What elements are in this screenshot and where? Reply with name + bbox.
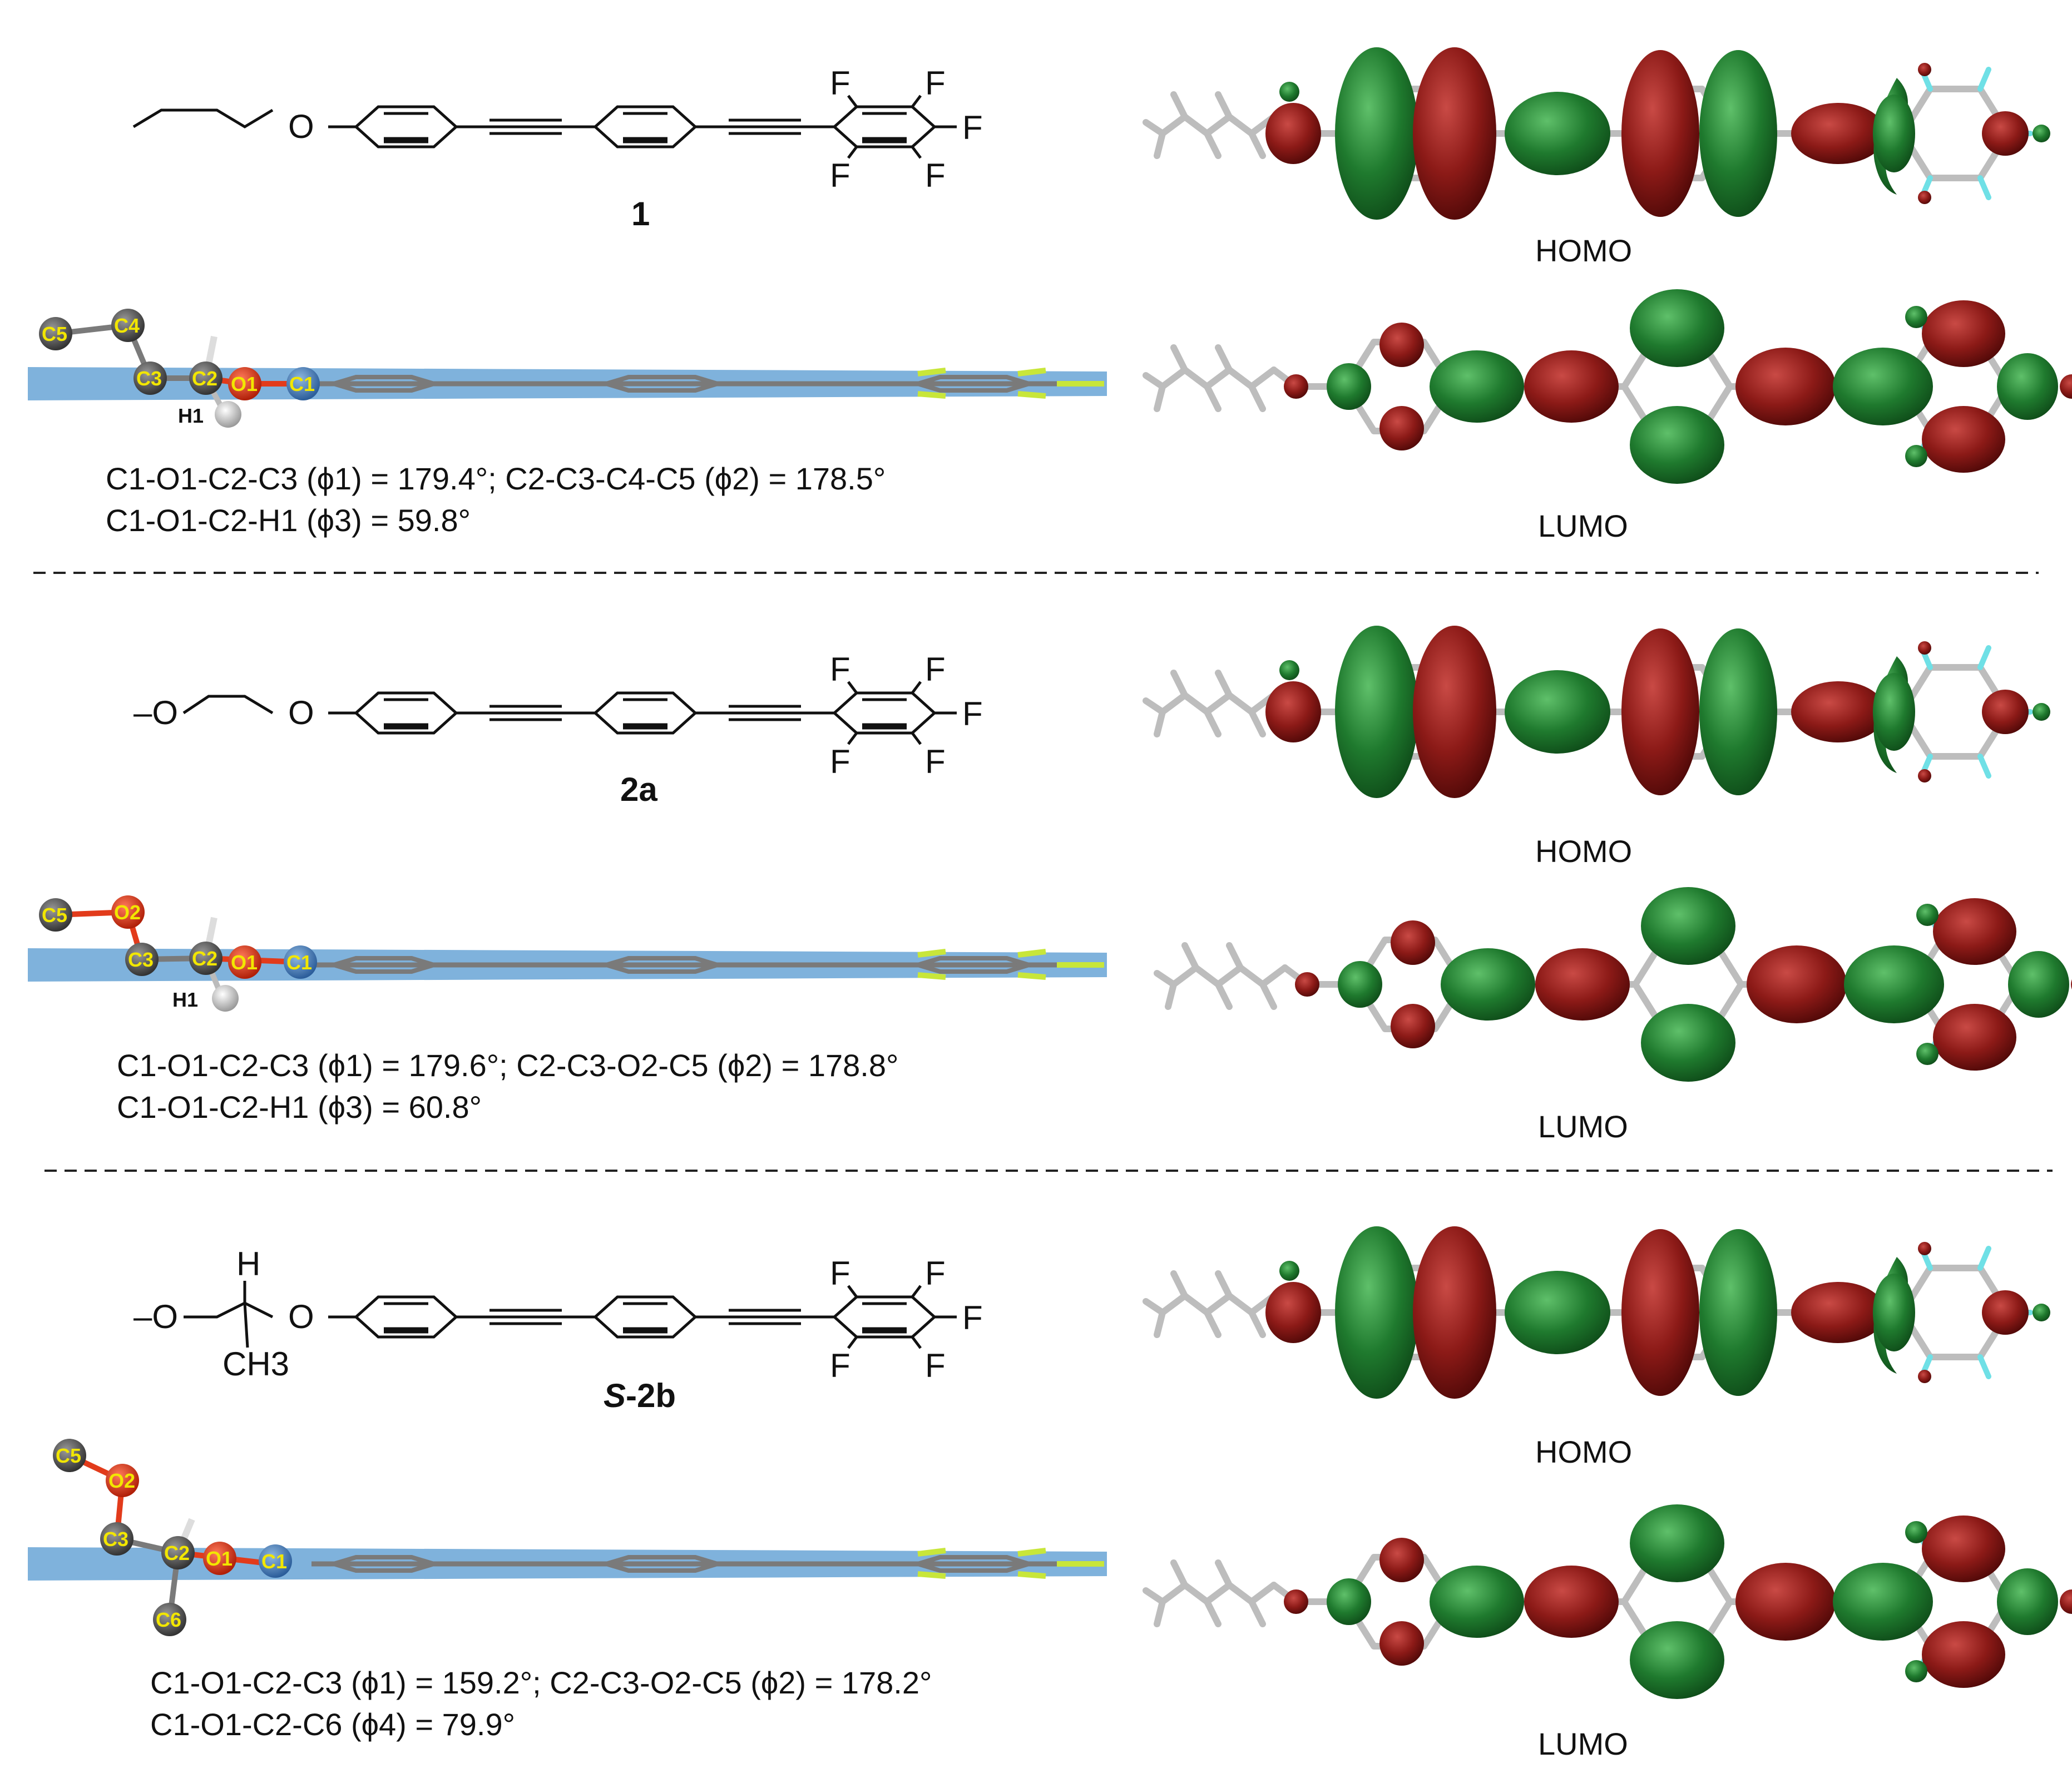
methyl-group: CH3 (222, 1345, 289, 1383)
atom-c3: C3 (128, 948, 154, 971)
dihedral-line-2: C1-O1-C2-C6 (ϕ4) = 79.9° (150, 1707, 515, 1742)
atom-c4: C4 (114, 314, 140, 337)
lumo-label: LUMO (1538, 1726, 1628, 1761)
atom-c5: C5 (56, 1444, 81, 1467)
structure-2a: –O O F F F F F (133, 651, 983, 780)
compound-suffix: -2b (626, 1377, 676, 1414)
fluorine-4: F (830, 157, 850, 194)
atom-o1: O1 (231, 951, 258, 974)
fluorine-3: F (962, 1299, 983, 1336)
homo-orbital-s2b (1146, 1226, 2050, 1399)
fluorine-5: F (925, 743, 946, 780)
lumo-label: LUMO (1538, 508, 1628, 543)
stereo-prefix: S (604, 1377, 626, 1414)
lumo-orbital-1 (1146, 289, 2072, 484)
atom-c6: C6 (156, 1608, 181, 1631)
structure-1: O F F F F F (132, 65, 983, 194)
dihedral-line-1: C1-O1-C2-C3 (ϕ1) = 159.2°; C2-C3-O2-C5 (… (150, 1665, 932, 1700)
atom-c3: C3 (136, 367, 162, 390)
atom-c1: C1 (261, 1550, 287, 1573)
homo-orbital-2a (1146, 626, 2050, 798)
homo-label: HOMO (1535, 834, 1632, 869)
fluorine-3: F (962, 695, 983, 732)
atom-c5: C5 (42, 904, 67, 927)
fluorine-3: F (962, 109, 983, 146)
atom-o1: O1 (231, 373, 258, 395)
fluorine-5: F (925, 1347, 946, 1384)
fluorine-2: F (925, 651, 946, 688)
fluorine-2: F (925, 65, 946, 102)
section-3: –O H CH3 O F F F F F S-2b (28, 1226, 2072, 1761)
homo-orbital-1 (1146, 47, 2050, 220)
atom-c1: C1 (289, 373, 315, 395)
structure-s2b: –O H CH3 O F F F F F (133, 1245, 983, 1384)
dihedral-line-2: C1-O1-C2-H1 (ϕ3) = 60.8° (117, 1089, 482, 1125)
homo-label: HOMO (1535, 1434, 1632, 1469)
atom-c5: C5 (42, 323, 67, 345)
atom-c1: C1 (286, 951, 312, 974)
section-2: –O O F F F F F 2a C5 O2 (28, 626, 2072, 1144)
model-3d-s2b: C5 O2 C3 C2 C6 O1 C1 (28, 1439, 1107, 1636)
fluorine-1: F (830, 1255, 850, 1292)
atom-c2: C2 (192, 367, 217, 390)
homo-label: HOMO (1535, 233, 1632, 268)
dihedral-line-2: C1-O1-C2-H1 (ϕ3) = 59.8° (106, 503, 471, 538)
fluorine-1: F (830, 651, 850, 688)
dihedral-line-1: C1-O1-C2-C3 (ϕ1) = 179.4°; C2-C3-C4-C5 (… (106, 461, 886, 496)
compound-label: 1 (631, 195, 650, 232)
fluorine-1: F (830, 65, 850, 102)
atom-c3: C3 (103, 1528, 128, 1551)
dihedral-line-1: C1-O1-C2-C3 (ϕ1) = 179.6°; C2-C3-O2-C5 (… (117, 1048, 898, 1083)
hydrogen-symbol: H (236, 1245, 260, 1282)
fluorine-4: F (830, 1347, 850, 1384)
atom-c2: C2 (192, 947, 217, 970)
compound-label: S-2b (604, 1377, 676, 1414)
lumo-label: LUMO (1538, 1109, 1628, 1144)
section-1: O F F F F F 1 C5 C4 (28, 47, 2072, 543)
fluorine-4: F (830, 743, 850, 780)
model-3d-1: C5 C4 C3 C2 O1 C1 H1 (28, 309, 1107, 428)
model-3d-2a: C5 O2 C3 C2 O1 C1 H1 (28, 895, 1107, 1012)
oxygen-symbol: O (288, 694, 314, 731)
compound-label: 2a (620, 771, 657, 808)
lumo-orbital-s2b (1146, 1504, 2072, 1699)
atom-o2: O2 (108, 1469, 135, 1492)
lumo-orbital-2a (1157, 887, 2072, 1082)
atom-o1: O1 (206, 1547, 233, 1570)
methoxy-group: –O (133, 1298, 178, 1335)
atom-h1: H1 (172, 988, 198, 1011)
atom-o2: O2 (114, 901, 141, 924)
methoxy-group: –O (133, 694, 178, 731)
fluorine-2: F (925, 1255, 946, 1292)
fluorine-5: F (925, 157, 946, 194)
atom-h1: H1 (178, 404, 204, 427)
oxygen-symbol: O (288, 1298, 314, 1335)
oxygen-symbol: O (288, 108, 314, 145)
atom-c2: C2 (164, 1542, 190, 1564)
